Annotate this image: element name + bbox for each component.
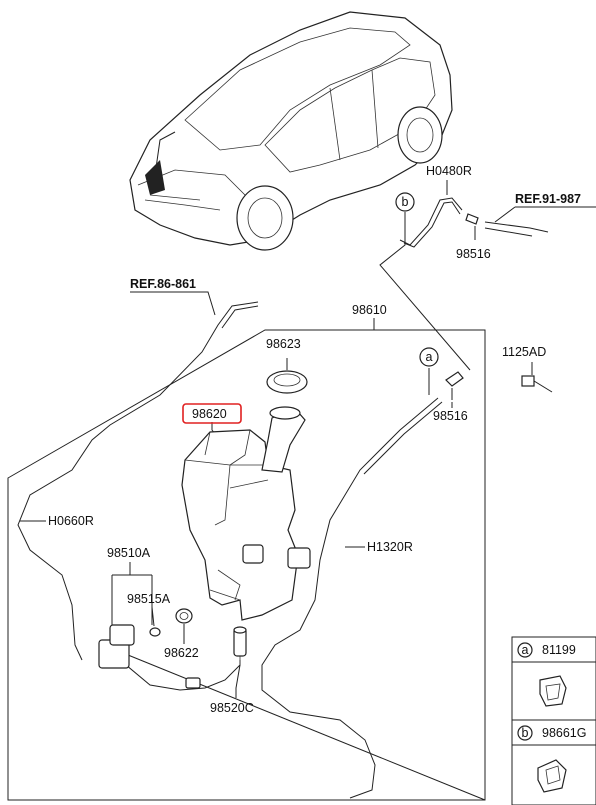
marker-a-circle: a bbox=[419, 347, 439, 367]
level-sensor bbox=[185, 626, 247, 689]
callout-98515a: 98515A bbox=[127, 592, 171, 606]
legend-a-letter: a bbox=[522, 643, 529, 657]
callout-h1320r: H1320R bbox=[367, 540, 413, 554]
callout-98516-mid: 98516 bbox=[433, 409, 468, 423]
callout-98520c: 98520C bbox=[210, 701, 254, 715]
callout-1125ad: 1125AD bbox=[502, 345, 546, 359]
callout-ref-86-861[interactable]: REF.86-861 bbox=[130, 277, 196, 291]
marker-b-letter: b bbox=[402, 195, 409, 209]
grommet-98622 bbox=[175, 608, 193, 624]
callout-98516-top: 98516 bbox=[456, 247, 491, 261]
callout-98620[interactable]: 98620 bbox=[192, 407, 227, 421]
connector-98516-mid bbox=[445, 371, 464, 400]
callout-98510a: 98510A bbox=[107, 546, 151, 560]
callout-h0480r: H0480R bbox=[426, 164, 472, 178]
legend-row-a: a 81199 bbox=[517, 642, 576, 707]
connector-98516-top bbox=[465, 213, 479, 240]
marker-a-letter: a bbox=[426, 350, 433, 364]
hoses bbox=[17, 197, 549, 801]
assembly-frame bbox=[7, 329, 486, 801]
legend-b-part: 98661G bbox=[542, 726, 586, 740]
clip-81199-icon bbox=[539, 675, 567, 707]
callout-h0660r: H0660R bbox=[48, 514, 94, 528]
vehicle-illustration bbox=[129, 11, 453, 251]
callout-98620-highlight bbox=[182, 403, 242, 424]
marker-b-circle: b bbox=[395, 192, 415, 212]
washer-pump-motor bbox=[98, 574, 161, 669]
bolt-1125ad bbox=[521, 362, 553, 393]
clip-98661g-icon bbox=[537, 759, 567, 793]
callout-98623: 98623 bbox=[266, 337, 301, 351]
legend-a-part: 81199 bbox=[542, 643, 576, 657]
callout-98610: 98610 bbox=[352, 303, 387, 317]
legend-row-b: b 98661G bbox=[517, 725, 586, 793]
callout-98622: 98622 bbox=[164, 646, 199, 660]
washer-reservoir bbox=[181, 406, 311, 621]
callout-ref-91-987[interactable]: REF.91-987 bbox=[515, 192, 581, 206]
legend-b-letter: b bbox=[522, 726, 529, 740]
reservoir-cap bbox=[266, 358, 308, 394]
legend-table: a 81199 b 98661G bbox=[511, 636, 596, 805]
